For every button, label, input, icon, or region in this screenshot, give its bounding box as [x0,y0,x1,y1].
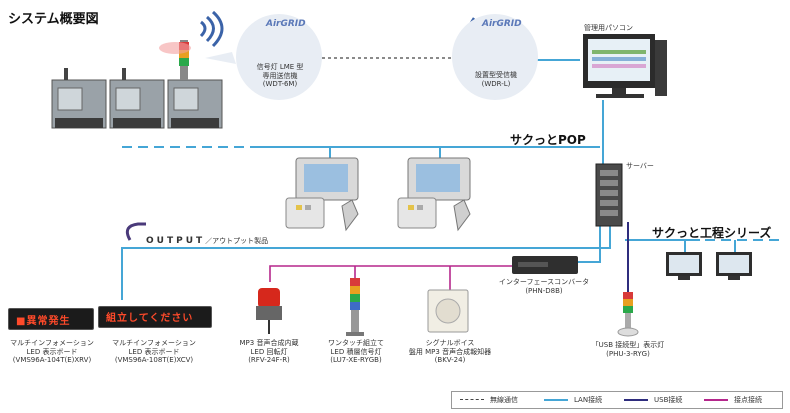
pop-terminal-1 [285,157,359,232]
lan-output [121,222,611,300]
converter-label: インターフェースコンバータ (PHN-D8B) [498,278,590,295]
voice-unit-label: シグナルボイス 盤用 MP3 音声合成報知器 (BKV-24) [408,339,492,364]
legend-contact-swatch [704,399,728,401]
legend-lan: LAN接続 [574,396,603,404]
pop-network-label: サクっとPOP [510,133,586,147]
rotating-light [256,288,282,334]
airgrid-logo: AirGRID [482,19,522,29]
legend: 無線通信 LAN接続 USB接続 接点接続 [451,391,783,409]
interface-converter [512,256,578,274]
transmitter-badge [236,14,322,100]
usb-light-label: 「USB 接続型」表示灯 (PHU-3-RYG) [591,341,665,358]
server-rack [595,163,623,227]
koutei-network-label: サクっと工程シリーズ [652,226,772,240]
led-board-2-label: マルチインフォメーション LED 表示ボード (VMS96A-108T(E)XC… [112,339,196,364]
legend-wireless-swatch [460,399,484,400]
management-pc [583,34,667,98]
output-arrow-icon [125,222,146,241]
koutei-monitor-2 [716,252,752,280]
signal-voice-unit [427,289,469,333]
machine-signal-tower [159,40,191,80]
contact-links [269,265,512,282]
led-board-2 [98,306,212,328]
transmitter-label: 信号灯 LME 型 専用送信機 (WDT-6M) [256,63,304,88]
wireless-signal-icon [199,10,224,48]
signal-tower-label: ワンタッチ組立て LED 積層信号灯 (LU7-XE-RYGB) [328,339,384,364]
output-label: OUTPUT／アウトプット製品 [146,236,269,246]
led-board-1-label: マルチインフォメーション LED 表示ボード (VMS96A-104T(E)XR… [10,339,94,364]
cnc-machine-group [51,68,223,129]
koutei-monitor-1 [666,252,702,280]
legend-contact: 接点接続 [734,396,762,404]
usb-tower-light [617,292,639,337]
page-title: システム概要図 [8,12,99,27]
receiver-badge [452,14,538,100]
legend-usb: USB接続 [654,396,683,404]
rotating-light-label: MP3 音声合成内蔵 LED 回転灯 (RFV-24F-R) [239,339,299,364]
server-label: サーバー [626,162,654,170]
receiver-label: 設置型受信機 (WDR-L) [475,71,517,88]
legend-usb-swatch [624,399,648,401]
legend-lan-swatch [544,399,568,401]
led-board-1 [8,308,94,330]
pop-terminal-2 [397,157,471,232]
led-board-2-message: 組立してください [106,313,194,324]
legend-wireless: 無線通信 [490,396,518,404]
stacked-signal-tower [346,278,364,336]
led-board-1-message: ■異常発生 [16,316,71,327]
airgrid-logo: AirGRID [266,19,306,29]
pc-label: 管理用パソコン [584,24,633,32]
